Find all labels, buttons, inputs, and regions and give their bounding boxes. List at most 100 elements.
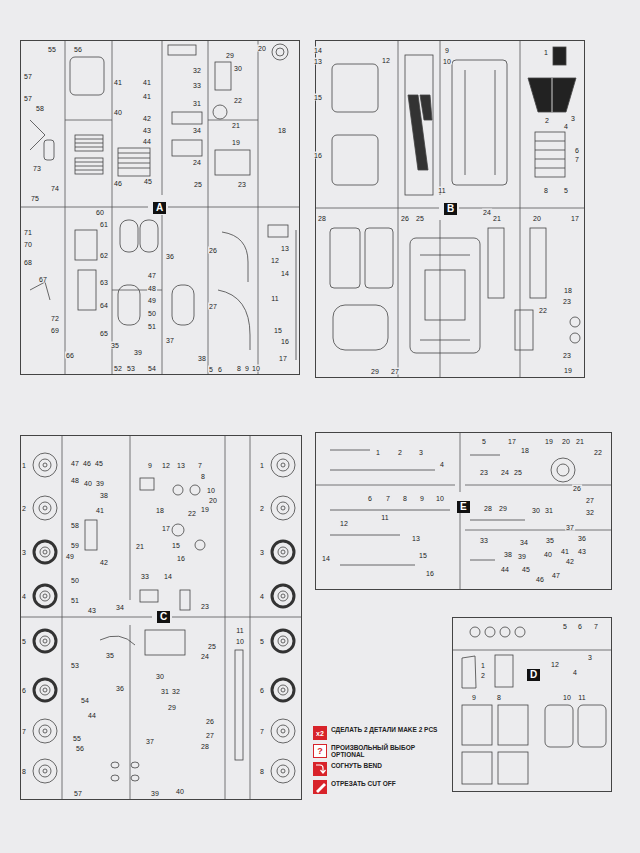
legend-icon bbox=[313, 726, 327, 794]
part-number: 23 bbox=[562, 352, 572, 359]
part-number: 33 bbox=[140, 573, 150, 580]
part-number: 35 bbox=[110, 342, 120, 349]
part-number: 20 bbox=[561, 438, 571, 445]
sprue-part bbox=[535, 141, 565, 168]
part-number: 61 bbox=[99, 221, 109, 228]
part-number: 75 bbox=[30, 195, 40, 202]
part-number: 16 bbox=[280, 338, 290, 345]
part-number: 43 bbox=[577, 548, 587, 555]
sprue-part bbox=[215, 62, 231, 90]
wheel bbox=[281, 594, 285, 598]
part-number: 38 bbox=[503, 551, 513, 558]
part-number: 36 bbox=[165, 253, 175, 260]
part-number: 51 bbox=[147, 323, 157, 330]
part-number: 33 bbox=[479, 537, 489, 544]
part-number: 29 bbox=[370, 368, 380, 375]
part-number: 8 bbox=[200, 473, 206, 480]
part-number: 13 bbox=[313, 58, 323, 65]
part-number: 24 bbox=[500, 469, 510, 476]
part-number: 22 bbox=[538, 307, 548, 314]
wheel bbox=[272, 585, 294, 607]
legend-icon bbox=[313, 780, 327, 794]
wheel bbox=[40, 591, 50, 601]
legend-icon bbox=[316, 783, 326, 793]
part-number: 41 bbox=[560, 548, 570, 555]
part-number: 28 bbox=[200, 743, 210, 750]
part-number: 5 bbox=[481, 438, 487, 445]
part-number: 2 bbox=[259, 505, 265, 512]
wheel bbox=[33, 719, 57, 743]
part-number: 27 bbox=[205, 732, 215, 739]
part-number: 25 bbox=[207, 643, 217, 650]
part-number: 5 bbox=[563, 187, 569, 194]
part-number: 39 bbox=[517, 553, 527, 560]
part-number: 45 bbox=[521, 566, 531, 573]
part-number: 3 bbox=[259, 549, 265, 556]
wheel bbox=[43, 463, 47, 467]
sprue-part bbox=[500, 627, 510, 637]
part-number: 22 bbox=[187, 510, 197, 517]
part-number: 23 bbox=[237, 181, 247, 188]
part-number: 59 bbox=[70, 542, 80, 549]
part-number: 5 bbox=[259, 638, 265, 645]
sprue-runner bbox=[315, 40, 585, 378]
wheel bbox=[43, 506, 47, 510]
wheel bbox=[272, 630, 294, 652]
part-number: 2 bbox=[544, 117, 550, 124]
part-number: 17 bbox=[278, 355, 288, 362]
part-number: 54 bbox=[147, 365, 157, 372]
sprue-part bbox=[470, 455, 525, 560]
part-number: 48 bbox=[147, 285, 157, 292]
part-number: 57 bbox=[23, 73, 33, 80]
legend-text: ПРОИЗВОЛЬНЫЙ ВЫБОР OPTIONAL bbox=[331, 744, 443, 759]
part-number: 6 bbox=[217, 366, 223, 373]
part-number: 44 bbox=[142, 138, 152, 145]
part-number: 72 bbox=[50, 315, 60, 322]
part-number: 26 bbox=[400, 215, 410, 222]
sprue-part bbox=[488, 228, 504, 298]
part-number: 5 bbox=[562, 623, 568, 630]
wheel bbox=[271, 453, 295, 477]
sprue-part bbox=[190, 485, 200, 495]
part-number: 9 bbox=[419, 495, 425, 502]
part-number: 7 bbox=[197, 462, 203, 469]
part-number: 19 bbox=[563, 367, 573, 374]
part-number: 5 bbox=[21, 638, 27, 645]
part-number: 25 bbox=[193, 181, 203, 188]
part-number: 7 bbox=[259, 728, 265, 735]
wheel bbox=[277, 725, 289, 737]
part-number: 53 bbox=[126, 365, 136, 372]
sprue-letter: C bbox=[157, 611, 170, 623]
part-number: 53 bbox=[70, 662, 80, 669]
sprue-part bbox=[462, 656, 476, 688]
part-number: 11 bbox=[380, 514, 389, 521]
part-number: 45 bbox=[143, 178, 153, 185]
part-number: 55 bbox=[72, 735, 82, 742]
part-number: 16 bbox=[425, 570, 435, 577]
sprue-part bbox=[420, 95, 432, 120]
part-number: 18 bbox=[520, 447, 530, 454]
part-number: 50 bbox=[70, 577, 80, 584]
sprue-part bbox=[30, 44, 606, 784]
part-number: 32 bbox=[585, 509, 595, 516]
part-number: 4 bbox=[572, 669, 578, 676]
part-number: 20 bbox=[257, 45, 267, 52]
part-number: 14 bbox=[280, 270, 290, 277]
part-number: 23 bbox=[200, 603, 210, 610]
sprue-part bbox=[365, 228, 393, 288]
part-number: 12 bbox=[381, 57, 391, 64]
sprue-part bbox=[296, 230, 297, 360]
part-number: 21 bbox=[231, 122, 241, 129]
wheel bbox=[33, 453, 57, 477]
part-number: 48 bbox=[70, 477, 80, 484]
part-number: 29 bbox=[498, 505, 508, 512]
part-number: 22 bbox=[593, 449, 603, 456]
sprue-part bbox=[172, 524, 184, 536]
sprue-part bbox=[272, 44, 288, 60]
part-number: 46 bbox=[113, 180, 123, 187]
part-number: 23 bbox=[562, 298, 572, 305]
wheel bbox=[39, 725, 51, 737]
part-number: 11 bbox=[270, 295, 279, 302]
part-number: 10 bbox=[235, 638, 245, 645]
sprue-part bbox=[462, 705, 492, 745]
